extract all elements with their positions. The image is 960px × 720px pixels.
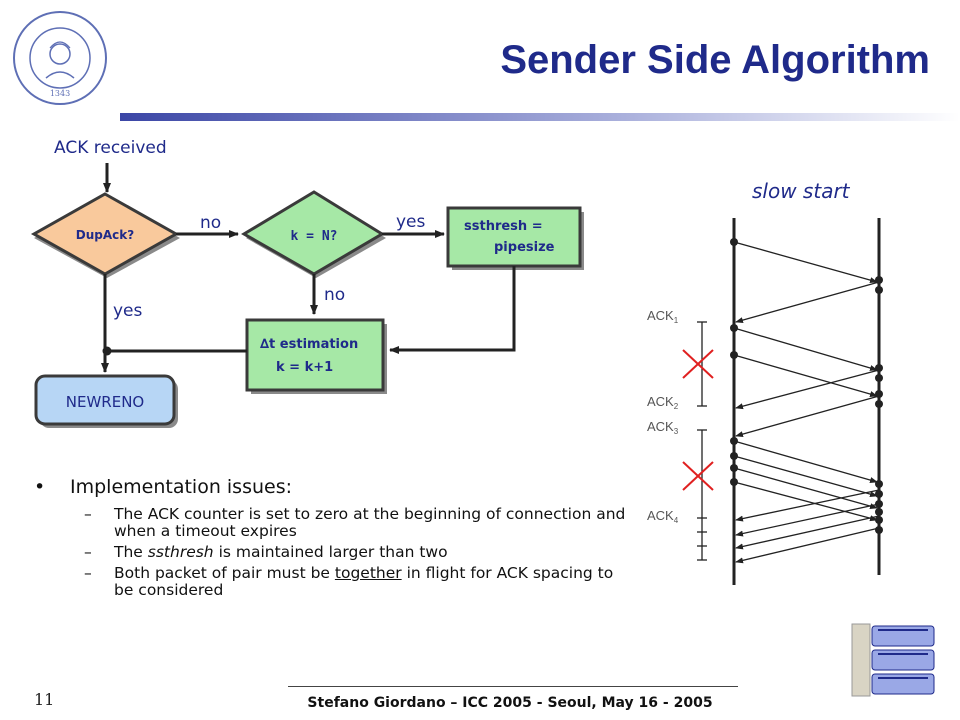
lost-packet-x-marks	[682, 349, 714, 491]
tlc-net-grp-logo	[851, 623, 935, 697]
diagram-canvas: ACK received DupAck? no k = N? yes ssthr…	[30, 138, 883, 585]
issue-item-2-post: is maintained larger than two	[213, 543, 448, 561]
ack4-label: ACK4	[647, 508, 679, 525]
university-seal-logo: 1343	[13, 11, 107, 105]
issue-item-2-em: ssthresh	[147, 543, 214, 561]
newreno-box: NEWRENO	[34, 374, 178, 428]
issue-item-1: The ACK counter is set to zero at the be…	[114, 505, 626, 540]
issues-heading-text: Implementation issues:	[70, 476, 293, 498]
issues-heading: • Implementation issues:	[30, 476, 630, 498]
dupack-label: DupAck?	[76, 228, 134, 242]
footer-rule	[288, 686, 738, 687]
ack-received-label: ACK received	[54, 138, 167, 158]
ssthresh-line2: pipesize	[494, 240, 555, 255]
estimation-line1: ∆t estimation	[260, 337, 358, 352]
newreno-label: NEWRENO	[66, 393, 144, 411]
timeline-dots	[730, 238, 883, 534]
footer-text: Stefano Giordano – ICC 2005 - Seoul, May…	[307, 695, 713, 711]
slide-title: Sender Side Algorithm	[500, 38, 930, 82]
ack-spacing-markers	[697, 321, 707, 561]
issue-item: – The ssthresh is maintained larger than…	[30, 544, 630, 561]
implementation-issues: • Implementation issues: – The ACK count…	[30, 476, 630, 599]
data-packet-arrows	[733, 241, 878, 522]
estimation-box: ∆t estimation k = k+1	[245, 318, 387, 394]
bullet-dot: •	[34, 476, 46, 498]
k-equals-n-label: k = N?	[291, 229, 338, 244]
ssthresh-box: ssthresh = pipesize	[446, 206, 584, 270]
ssthresh-line1: ssthresh =	[464, 219, 543, 234]
ack2-label: ACK2	[647, 394, 679, 411]
no-label-k: no	[324, 285, 345, 305]
arrow-ssthresh-to-estimation	[389, 266, 516, 354]
issue-item-3-post: in flight for ACK spacing to be consider…	[114, 564, 614, 599]
page-number: 11	[34, 690, 55, 709]
title-rule	[120, 113, 960, 121]
estimation-line2: k = k+1	[276, 360, 333, 375]
bullet-dash: –	[84, 543, 92, 561]
no-label-dupack: no	[200, 213, 221, 233]
slow-start-title: slow start	[752, 179, 851, 203]
issue-item: – The ACK counter is set to zero at the …	[30, 506, 630, 540]
bullet-dash: –	[84, 505, 92, 523]
bullet-dash: –	[84, 564, 92, 582]
ack3-label: ACK3	[647, 419, 679, 436]
issue-item-3-pre: Both packet of pair must be	[114, 564, 335, 582]
ack-arrows	[735, 281, 880, 564]
dupack-decision: DupAck?	[30, 192, 180, 278]
issue-item: – Both packet of pair must be together i…	[30, 565, 630, 599]
yes-label-k: yes	[396, 212, 426, 232]
issue-item-2-pre: The	[114, 543, 148, 561]
issue-item-3-underlined: together	[334, 564, 402, 582]
yes-label-dupack: yes	[113, 301, 143, 321]
ack1-label: ACK1	[647, 308, 679, 325]
svg-text:1343: 1343	[50, 89, 70, 98]
k-equals-n-decision: k = N?	[241, 190, 386, 278]
